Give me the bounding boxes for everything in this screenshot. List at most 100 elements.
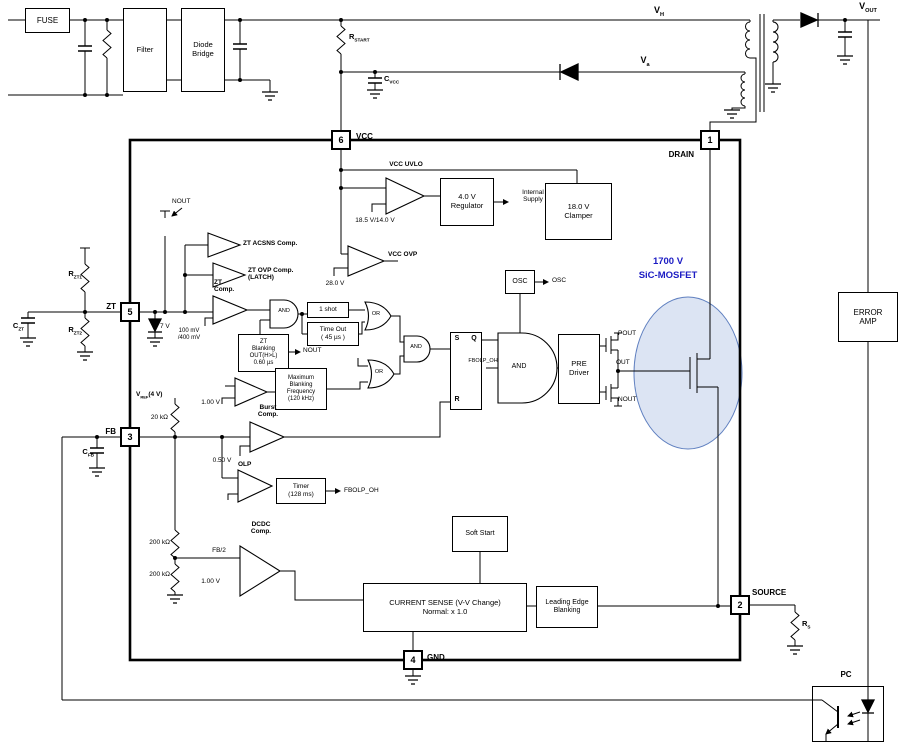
olp-comparator <box>237 469 274 503</box>
czt-label: CZT <box>12 321 24 332</box>
filter-box: Filter <box>123 8 167 92</box>
ocp-comparator <box>234 377 269 407</box>
pin-6-vcc: 6 <box>331 130 351 150</box>
nout-top-label: NOUT <box>172 198 191 205</box>
dcdc-threshold-label: 1.00 V <box>201 578 220 585</box>
fbolp-oh-timer-label: FBOLP_OH <box>344 487 379 494</box>
and2-gate-label: AND <box>410 344 422 350</box>
rs-label: RS <box>802 619 811 630</box>
burst-comparator <box>249 421 286 453</box>
vref-label: VREF(4 V) <box>136 391 163 400</box>
transformer <box>740 21 779 107</box>
osc-out-label: OSC <box>552 277 567 284</box>
diodes <box>147 12 876 714</box>
timer-box: Timer(128 ms) <box>276 478 326 504</box>
latch-q-label: Q <box>471 335 477 342</box>
zt-comparator <box>212 295 249 325</box>
cfb-label: CFB <box>82 447 94 458</box>
logic-gates <box>269 299 558 404</box>
current-sense-box: CURRENT SENSE (V-V Change)Normal: x 1.0 <box>363 583 527 632</box>
fuse-box: FUSE <box>25 8 70 33</box>
soft-start-box: Soft Start <box>452 516 508 552</box>
ic-outline <box>128 138 742 662</box>
nout-mid-label: NOUT <box>303 347 322 354</box>
rstart-label: RSTART <box>349 32 370 43</box>
pc-label: PC <box>840 670 852 679</box>
pin-1-drain: 1 <box>700 130 720 150</box>
fbolp-oh-gate-label: FBOLP_OH <box>468 358 498 364</box>
and1-gate-label: AND <box>278 308 290 314</box>
pout-label: POUT <box>618 330 637 337</box>
pin-4-gnd: 4 <box>403 650 423 670</box>
one-shot-box: 1 shot <box>307 302 349 318</box>
vcc-uvlo-comparator <box>385 177 426 215</box>
comparators <box>207 177 426 597</box>
and-gate-2 <box>403 335 431 363</box>
opto-led <box>860 699 876 714</box>
fb-pin-name: FB <box>105 427 116 436</box>
time-out-box: Time Out( 45 µs ) <box>307 322 359 346</box>
vout-label: VOUT <box>859 1 877 14</box>
dcdc-comparator <box>239 545 282 597</box>
latch-s-label: S <box>454 335 460 342</box>
drain-pin-name: DRAIN <box>668 150 694 159</box>
olp-label: OLP <box>238 461 252 468</box>
cvcc-label: CVCC <box>384 74 400 85</box>
zt-pin-name: ZT <box>106 302 116 311</box>
burst-threshold-label: 0.50 V <box>212 457 232 464</box>
secondary-winding <box>772 21 779 63</box>
rzt1-label: RZT1 <box>68 269 82 280</box>
pin-5-zt: 5 <box>120 302 140 322</box>
r200k-upper-label: 200 kΩ <box>149 539 170 546</box>
r200k-lower-label: 200 kΩ <box>149 571 170 578</box>
output-diode <box>800 12 819 28</box>
latch-r-label: R <box>454 396 460 403</box>
uvlo-threshold-label: 18.5 V/14.0 V <box>355 217 395 224</box>
ovp-threshold-label: 28.0 V <box>325 280 345 287</box>
sr-latch-box <box>450 332 482 410</box>
or-gate-2 <box>367 359 395 389</box>
primary-winding <box>745 21 751 59</box>
pin-2-source: 2 <box>730 595 750 615</box>
osc-box: OSC <box>505 270 535 294</box>
rzt2-label: RZT2 <box>68 325 82 336</box>
ocp-threshold-label: 1.00 V <box>201 399 220 406</box>
or-gate-1 <box>364 301 392 331</box>
vcc-pin-name: VCC <box>356 132 373 141</box>
zener-label: 7 V <box>160 323 170 330</box>
sic-mosfet-highlight-ellipse <box>633 296 743 450</box>
and-gate-1 <box>269 299 299 329</box>
va-label: Va <box>640 55 650 68</box>
wiring <box>8 14 880 742</box>
zener-7v <box>147 318 163 333</box>
pin-3-fb: 3 <box>120 427 140 447</box>
junction-dots <box>83 18 847 608</box>
zt-acsns-comparator <box>207 232 242 258</box>
vh-label: VH <box>653 5 665 18</box>
or2-gate-label: OR <box>374 369 384 375</box>
aux-diode <box>559 62 579 82</box>
or1-gate-label: OR <box>371 311 381 317</box>
vcc-uvlo-label: VCC UVLO <box>389 161 423 168</box>
and-gate-3 <box>497 332 558 404</box>
fb-half-label: FB/2 <box>212 547 226 554</box>
nout-driver-label: NOUT <box>618 396 637 403</box>
aux-winding <box>740 73 746 107</box>
zt-ovp-comparator <box>212 262 247 288</box>
and3-gate-label: AND <box>511 363 527 370</box>
gnd-pin-name: GND <box>427 653 445 662</box>
zt-ovp-label: ZT OVP Comp.(LATCH) <box>248 267 294 282</box>
